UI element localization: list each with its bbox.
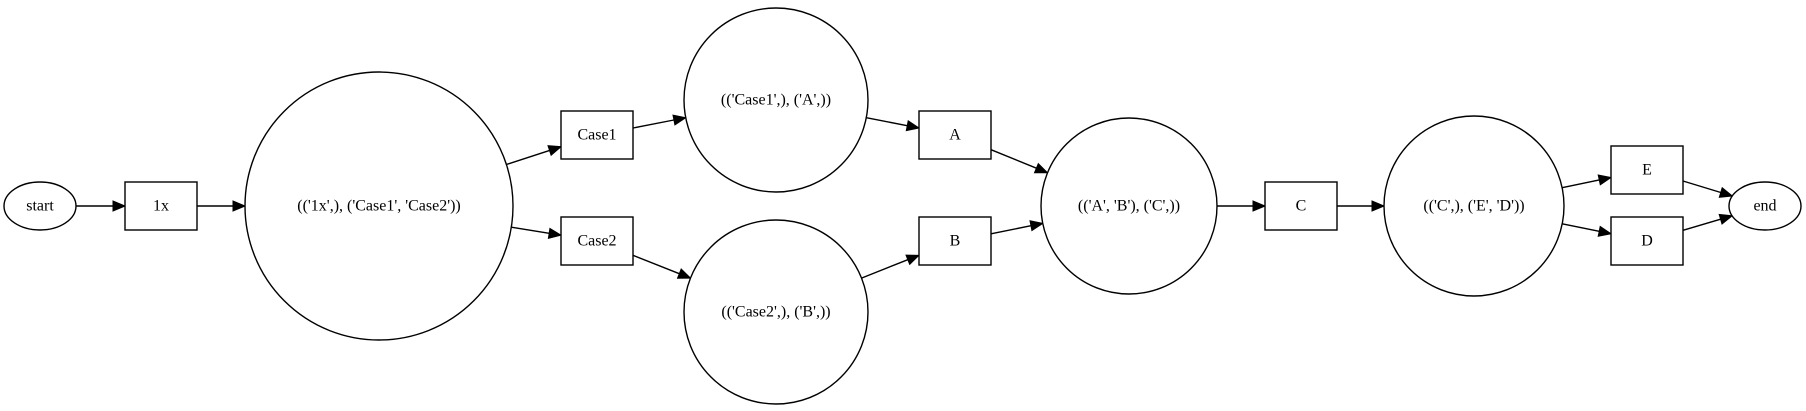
- node-a-label: A: [949, 127, 961, 144]
- node-1x-shape: [124, 181, 198, 231]
- node-e-shape: [1610, 145, 1684, 195]
- node-place3-shape: [683, 219, 869, 405]
- node-case2-label: Case2: [577, 233, 616, 250]
- arrowhead-c-to-place5: [1371, 200, 1386, 212]
- node-1x-label: 1x: [153, 198, 169, 215]
- node-place4: (('A', 'B'), ('C',)): [1040, 117, 1218, 295]
- edge-e-to-end: [1682, 180, 1722, 194]
- node-c-shape: [1264, 181, 1338, 231]
- arrowhead-place1-to-case2: [547, 227, 563, 239]
- node-place2-label: (('Case1',), ('A',)): [721, 92, 831, 109]
- edge-case1-to-place2: [632, 119, 675, 129]
- edge-place5-to-e: [1561, 179, 1600, 189]
- edge-a-to-place4: [990, 149, 1037, 169]
- edge-place1-to-case1: [506, 149, 550, 166]
- edge-b-to-place4: [990, 225, 1032, 235]
- node-place2-shape: [683, 7, 869, 193]
- edge-d-to-end: [1682, 218, 1721, 231]
- node-d-shape: [1610, 216, 1684, 266]
- arrowhead-e-to-end: [1718, 186, 1734, 198]
- arrowhead-place5-to-e: [1597, 174, 1613, 186]
- nodes-layer: start 1x (('1x',), ('Case1', 'Case2')) C…: [3, 7, 1802, 405]
- arrowhead-b-to-place4: [1029, 220, 1044, 232]
- edge-place1-to-case2: [511, 226, 550, 234]
- node-b: B: [918, 216, 992, 266]
- arrowhead-place2-to-a: [905, 119, 921, 132]
- node-place2: (('Case1',), ('A',)): [683, 7, 869, 193]
- arrowhead-a-to-place4: [1033, 162, 1049, 174]
- node-e-label: E: [1642, 162, 1652, 179]
- edge-place3-to-b: [861, 259, 909, 279]
- node-c: C: [1264, 181, 1338, 231]
- node-start-shape: [3, 181, 77, 231]
- arrowhead-start-to-1x: [112, 200, 127, 212]
- arrowhead-d-to-end: [1718, 213, 1734, 225]
- node-b-label: B: [950, 233, 961, 250]
- arrowhead-1x-to-place1: [232, 200, 247, 212]
- node-place3-label: (('Case2',), ('B',)): [721, 304, 830, 321]
- node-c-label: C: [1296, 198, 1307, 215]
- node-place5-shape: [1383, 115, 1565, 297]
- edge-case2-to-place3: [632, 254, 680, 275]
- node-case1-label: Case1: [577, 127, 616, 144]
- node-place3: (('Case2',), ('B',)): [683, 219, 869, 405]
- node-start: start: [3, 181, 77, 231]
- node-place5: (('C',), ('E', 'D')): [1383, 115, 1565, 297]
- node-place1-shape: [244, 71, 514, 341]
- node-b-shape: [918, 216, 992, 266]
- arrowhead-place1-to-case1: [547, 145, 563, 157]
- arrowhead-place5-to-d: [1597, 225, 1613, 237]
- node-a-shape: [918, 110, 992, 160]
- node-case2-shape: [560, 216, 634, 266]
- node-d-label: D: [1641, 233, 1653, 250]
- node-d: D: [1610, 216, 1684, 266]
- node-1x: 1x: [124, 181, 198, 231]
- arrowhead-place4-to-c: [1252, 200, 1267, 212]
- node-case1: Case1: [560, 110, 634, 160]
- node-e: E: [1610, 145, 1684, 195]
- arrowhead-case1-to-place2: [672, 114, 687, 126]
- edge-place5-to-d: [1562, 223, 1600, 232]
- node-place4-shape: [1040, 117, 1218, 295]
- node-place5-label: (('C',), ('E', 'D')): [1423, 198, 1524, 215]
- node-end-label: end: [1753, 198, 1776, 215]
- arrowhead-case2-to-place3: [676, 268, 692, 279]
- node-case2: Case2: [560, 216, 634, 266]
- edges-layer: [76, 114, 1734, 279]
- node-end: end: [1728, 181, 1802, 231]
- node-place1: (('1x',), ('Case1', 'Case2')): [244, 71, 514, 341]
- node-place4-label: (('A', 'B'), ('C',)): [1078, 198, 1180, 215]
- edge-place2-to-a: [866, 117, 908, 127]
- node-start-label: start: [26, 198, 54, 215]
- arrowhead-place3-to-b: [905, 254, 921, 266]
- node-place1-label: (('1x',), ('Case1', 'Case2')): [297, 198, 460, 215]
- node-a: A: [918, 110, 992, 160]
- node-end-shape: [1728, 181, 1802, 231]
- node-case1-shape: [560, 110, 634, 160]
